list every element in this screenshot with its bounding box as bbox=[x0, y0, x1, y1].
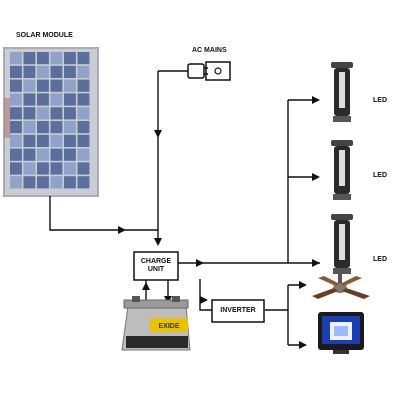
solar-cell bbox=[50, 176, 63, 189]
solar-cell bbox=[37, 134, 49, 147]
solar-panel-icon bbox=[3, 47, 99, 197]
solar-cell bbox=[10, 52, 22, 65]
solar-cell bbox=[50, 162, 63, 175]
solar-cell bbox=[10, 121, 22, 134]
solar-cell bbox=[37, 65, 49, 78]
solar-cell bbox=[77, 107, 90, 120]
solar-cell bbox=[64, 107, 76, 120]
solar-cell bbox=[23, 52, 36, 65]
battery-icon: EXIDE bbox=[121, 296, 191, 351]
solar-cell bbox=[50, 65, 63, 78]
solar-cell bbox=[10, 107, 22, 120]
charge-unit-line1: CHARGE bbox=[140, 257, 172, 265]
solar-cell bbox=[10, 79, 22, 92]
inverter-box bbox=[211, 299, 265, 323]
solar-cell bbox=[10, 162, 22, 175]
solar-cell bbox=[37, 121, 49, 134]
solar-cell bbox=[10, 65, 22, 78]
solar-cell bbox=[77, 162, 90, 175]
solar-cell bbox=[77, 134, 90, 147]
solar-cell bbox=[23, 134, 36, 147]
solar-cell bbox=[77, 93, 90, 106]
solar-cell bbox=[64, 65, 76, 78]
solar-cell bbox=[64, 121, 76, 134]
solar-cell bbox=[64, 93, 76, 106]
solar-cell bbox=[10, 93, 22, 106]
solar-cell bbox=[50, 79, 63, 92]
solar-cell bbox=[77, 79, 90, 92]
solar-cell bbox=[37, 162, 49, 175]
solar-cell bbox=[50, 107, 63, 120]
solar-cell bbox=[64, 134, 76, 147]
solar-cell bbox=[23, 93, 36, 106]
solar-cell bbox=[64, 79, 76, 92]
solar-cell bbox=[64, 162, 76, 175]
charge-unit-label: CHARGE UNIT bbox=[134, 254, 178, 278]
solar-cell bbox=[23, 162, 36, 175]
solar-cell bbox=[77, 176, 90, 189]
solar-cell bbox=[23, 148, 36, 161]
lamp-icon bbox=[331, 214, 353, 274]
solar-cell bbox=[50, 121, 63, 134]
solar-cell bbox=[50, 148, 63, 161]
solar-cell bbox=[23, 107, 36, 120]
solar-cell bbox=[77, 65, 90, 78]
solar-cell bbox=[23, 176, 36, 189]
charge-unit-box bbox=[133, 251, 179, 281]
solar-cell bbox=[77, 121, 90, 134]
solar-cell bbox=[64, 148, 76, 161]
inverter-label: INVERTER bbox=[220, 306, 256, 314]
solar-cell bbox=[50, 52, 63, 65]
solar-cell bbox=[64, 52, 76, 65]
solar-cell bbox=[37, 79, 49, 92]
solar-module-label: SOLAR MODULE bbox=[16, 32, 73, 39]
plug-icon bbox=[158, 61, 231, 81]
led-label-2: LED bbox=[373, 172, 387, 179]
ac-mains-label: AC MAINS bbox=[192, 47, 227, 54]
solar-cell bbox=[37, 52, 49, 65]
solar-cell bbox=[50, 93, 63, 106]
solar-cell bbox=[37, 176, 49, 189]
solar-cell bbox=[23, 121, 36, 134]
battery-brand: EXIDE bbox=[158, 323, 179, 330]
solar-cell bbox=[10, 176, 22, 189]
solar-cell bbox=[64, 176, 76, 189]
solar-cell bbox=[37, 93, 49, 106]
lamp-icon bbox=[331, 140, 353, 200]
solar-cell bbox=[23, 65, 36, 78]
led-label-3: LED bbox=[373, 256, 387, 263]
ceiling-fan-icon bbox=[312, 272, 370, 299]
solar-cell bbox=[50, 134, 63, 147]
solar-cell bbox=[77, 52, 90, 65]
solar-cell bbox=[10, 134, 22, 147]
solar-cell bbox=[37, 148, 49, 161]
solar-cell bbox=[10, 148, 22, 161]
solar-cell bbox=[77, 148, 90, 161]
television-icon bbox=[318, 312, 364, 354]
led-label-1: LED bbox=[373, 97, 387, 104]
charge-unit-line2: UNIT bbox=[147, 266, 165, 273]
solar-cell bbox=[37, 107, 49, 120]
solar-cell bbox=[23, 79, 36, 92]
lamp-icon bbox=[331, 62, 353, 122]
